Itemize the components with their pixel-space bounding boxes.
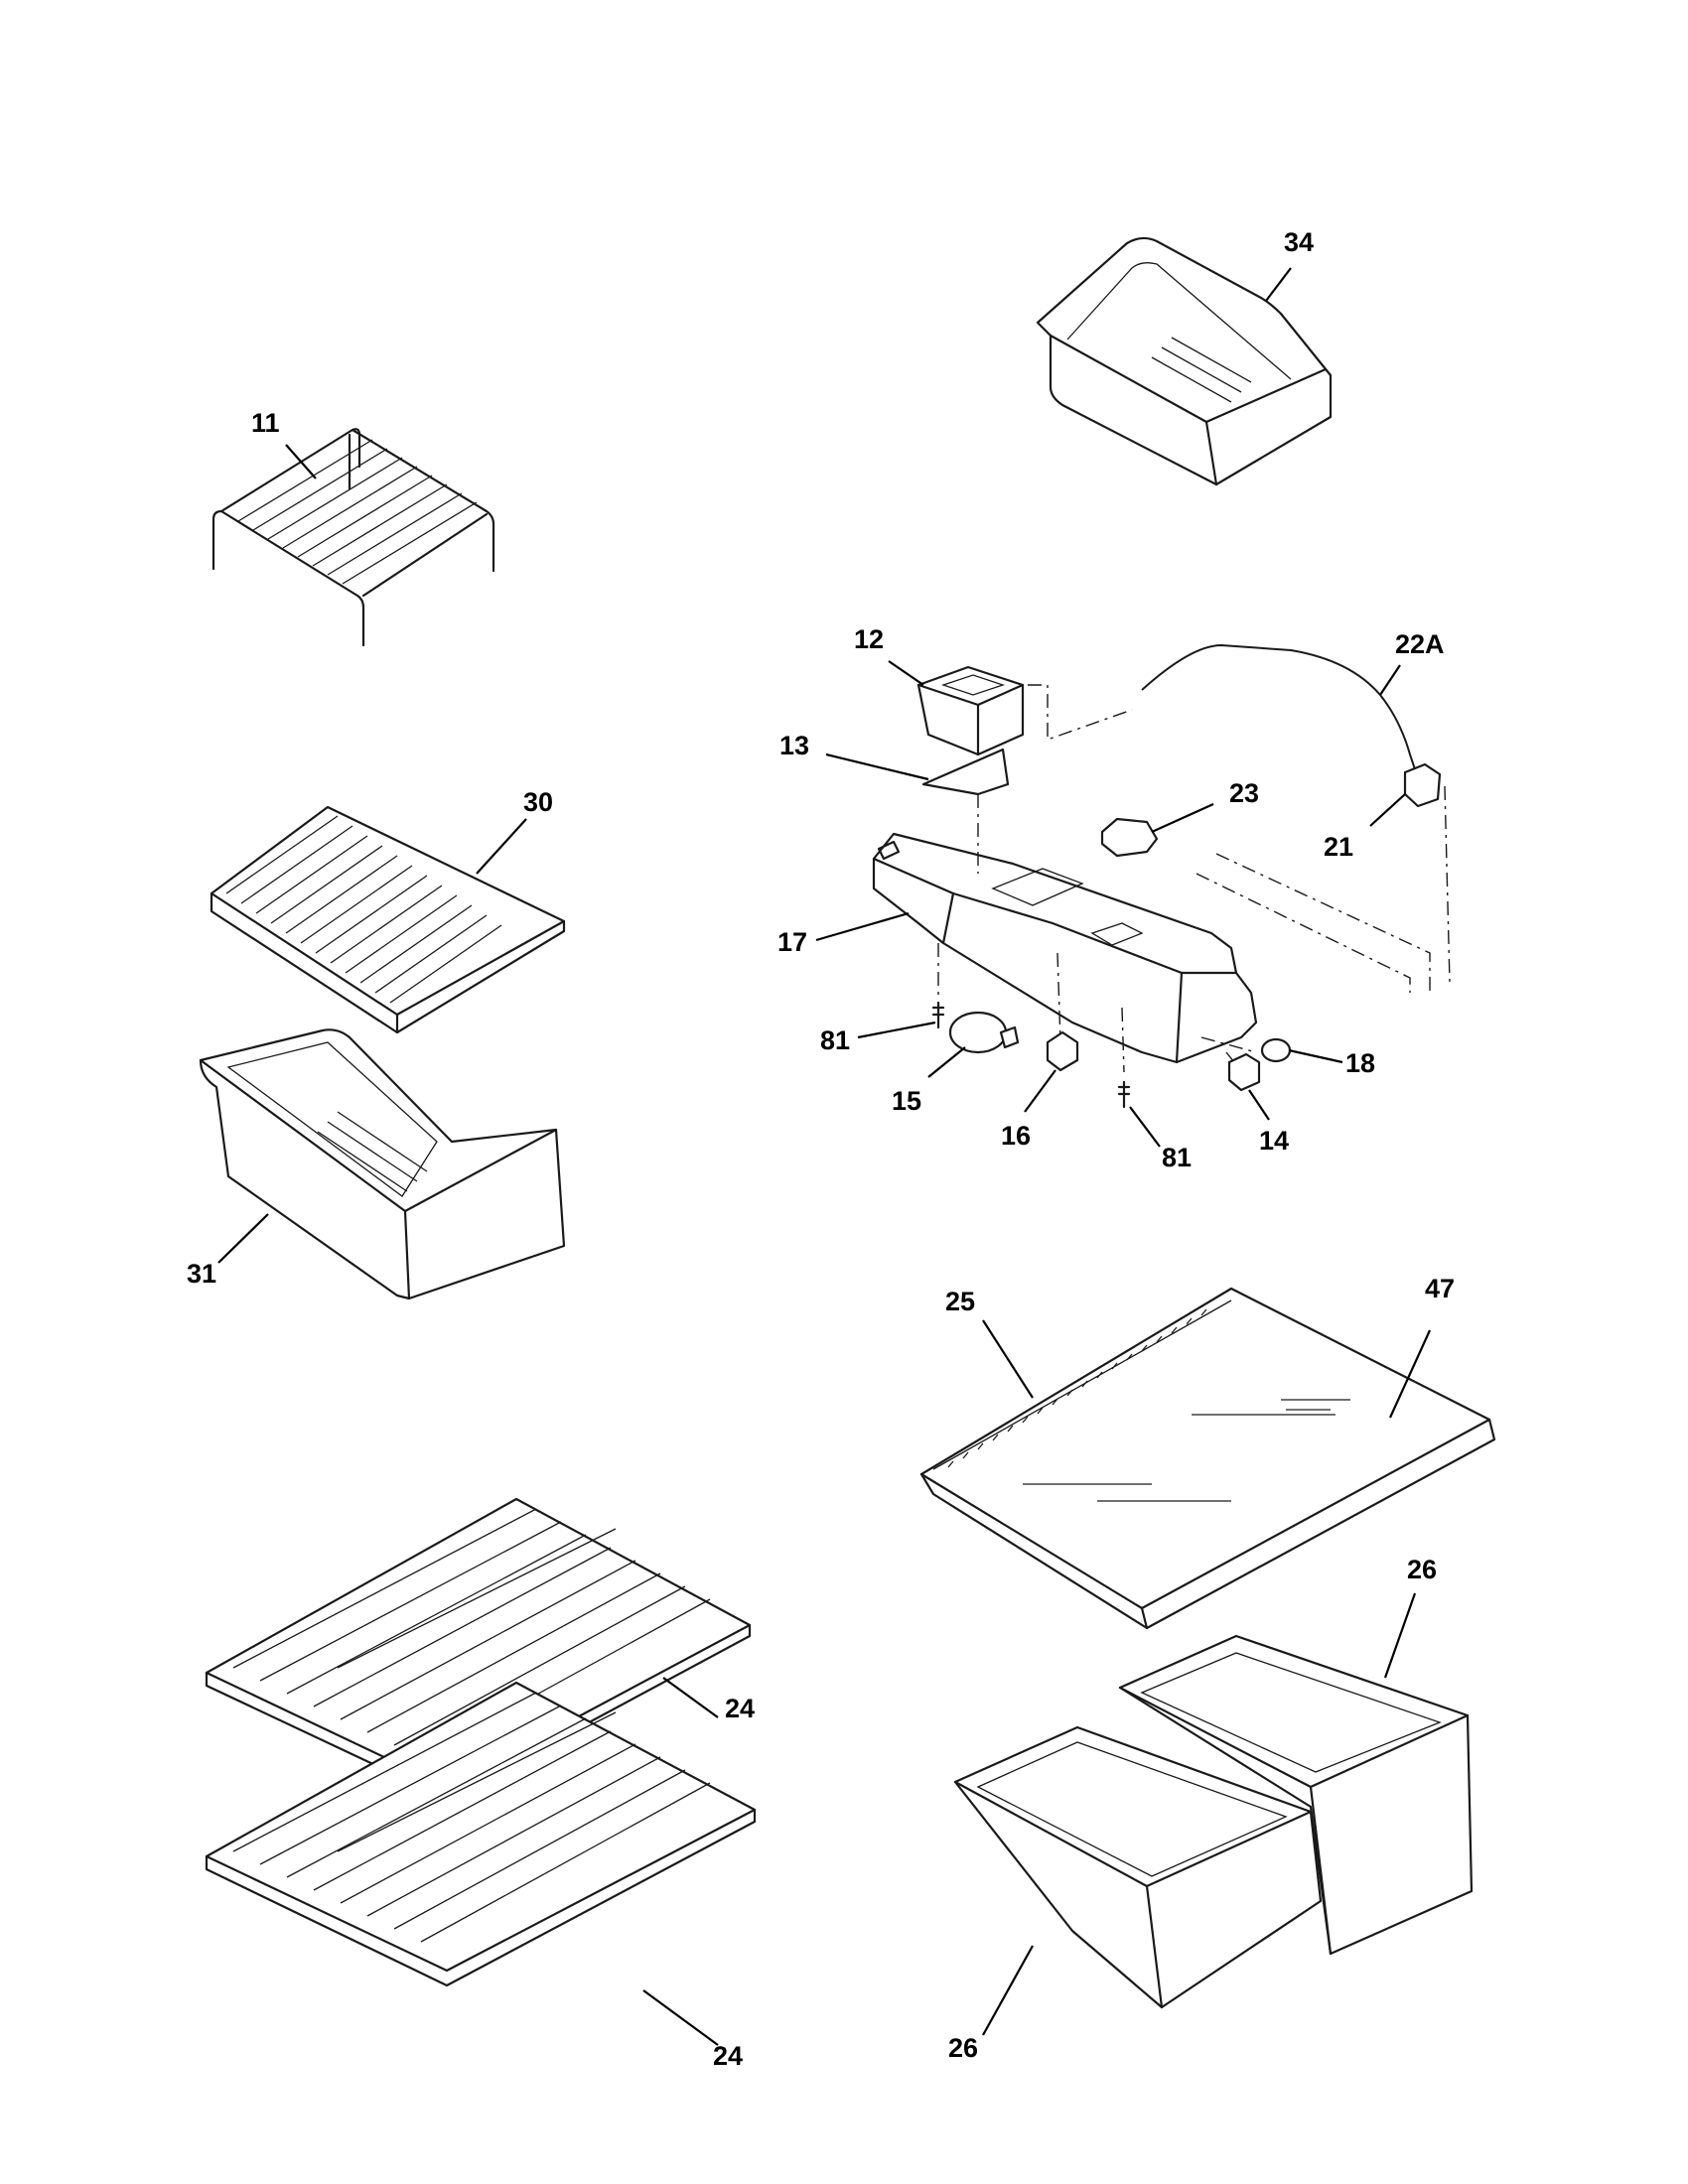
part-26-crisper-drawer-right bbox=[1118, 1634, 1474, 1956]
callout-25: 25 bbox=[945, 1287, 975, 1316]
part-21-connector bbox=[1403, 762, 1442, 808]
callout-24-lower: 24 bbox=[713, 2041, 743, 2071]
callout-26-upper: 26 bbox=[1407, 1555, 1437, 1584]
part-24-wire-shelf-lower bbox=[205, 1681, 757, 1987]
part-34-bin bbox=[1036, 236, 1333, 486]
callout-81-left: 81 bbox=[820, 1025, 850, 1055]
callout-14: 14 bbox=[1259, 1126, 1289, 1156]
callout-23: 23 bbox=[1229, 778, 1259, 808]
part-81-screw bbox=[931, 1001, 945, 1029]
part-12-cover bbox=[916, 665, 1025, 756]
callout-11: 11 bbox=[251, 408, 280, 438]
part-22a-wire-harness bbox=[1141, 643, 1416, 770]
part-14-switch bbox=[1227, 1052, 1261, 1092]
part-17-housing bbox=[872, 832, 1258, 1064]
part-47-glass-insert bbox=[1023, 1399, 1350, 1502]
part-18-plug bbox=[1260, 1037, 1292, 1063]
callout-16: 16 bbox=[1001, 1121, 1031, 1151]
callout-22a: 22A bbox=[1395, 629, 1445, 659]
leader-lines bbox=[217, 267, 1432, 2046]
callout-31: 31 bbox=[187, 1259, 216, 1289]
callout-13: 13 bbox=[779, 731, 809, 760]
part-16-socket bbox=[1046, 1030, 1079, 1072]
part-31-drawer bbox=[199, 1028, 566, 1300]
part-30-shelf bbox=[210, 805, 566, 1034]
callout-labels: 11 34 12 22A 13 23 21 30 17 81 18 15 16 … bbox=[187, 227, 1455, 2071]
part-13-deflector bbox=[921, 748, 1010, 796]
assembly-dash-lines bbox=[937, 684, 1451, 1078]
callout-26-lower: 26 bbox=[948, 2033, 978, 2063]
part-81-screw bbox=[1117, 1080, 1131, 1109]
callout-81-right: 81 bbox=[1162, 1143, 1192, 1172]
part-25-crisper-cover bbox=[919, 1287, 1496, 1630]
callout-24-upper: 24 bbox=[725, 1694, 755, 1723]
callout-21: 21 bbox=[1324, 832, 1353, 862]
callout-47: 47 bbox=[1425, 1274, 1455, 1303]
part-23-switch bbox=[1100, 817, 1159, 858]
callout-30: 30 bbox=[523, 787, 553, 817]
callout-34: 34 bbox=[1284, 227, 1314, 257]
part-26-crisper-drawer-left bbox=[953, 1725, 1323, 2009]
part-11-wire-riser bbox=[211, 428, 495, 647]
callout-15: 15 bbox=[892, 1086, 921, 1116]
callout-12: 12 bbox=[854, 624, 884, 654]
callout-17: 17 bbox=[777, 927, 807, 957]
part-15-bulb bbox=[948, 1011, 1020, 1054]
callout-18: 18 bbox=[1345, 1048, 1375, 1078]
